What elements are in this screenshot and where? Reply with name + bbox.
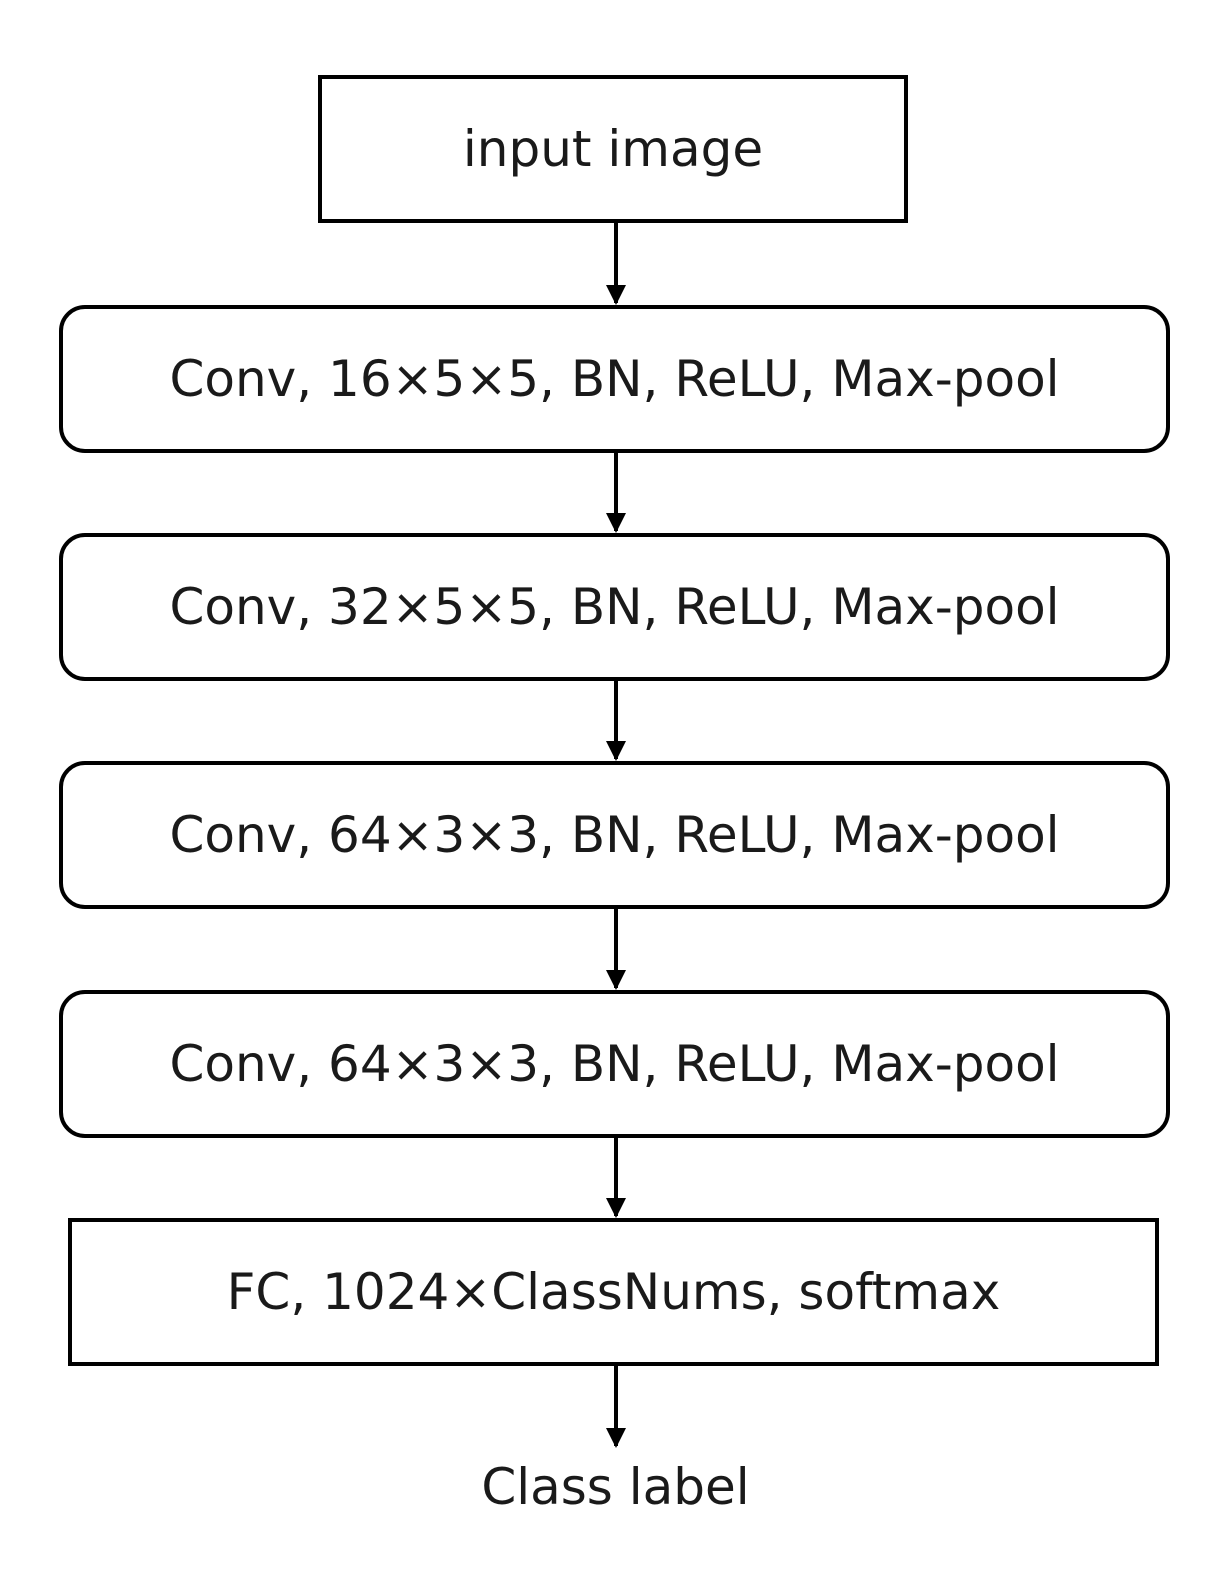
- conv-layer-3-label: Conv, 64×3×3, BN, ReLU, Max-pool: [169, 806, 1060, 864]
- conv-layer-4-node: Conv, 64×3×3, BN, ReLU, Max-pool: [59, 990, 1170, 1138]
- flow-arrow: [606, 909, 626, 990]
- flow-arrow: [606, 453, 626, 533]
- flow-arrow: [606, 1138, 626, 1218]
- fc-layer-node: FC, 1024×ClassNums, softmax: [68, 1218, 1159, 1366]
- class-label-output: Class label: [481, 1458, 750, 1516]
- conv-layer-2-node: Conv, 32×5×5, BN, ReLU, Max-pool: [59, 533, 1170, 681]
- conv-layer-3-node: Conv, 64×3×3, BN, ReLU, Max-pool: [59, 761, 1170, 909]
- conv-layer-1-node: Conv, 16×5×5, BN, ReLU, Max-pool: [59, 305, 1170, 453]
- conv-layer-4-label: Conv, 64×3×3, BN, ReLU, Max-pool: [169, 1035, 1060, 1093]
- flow-arrow: [606, 1366, 626, 1448]
- flow-arrow: [606, 681, 626, 761]
- input-image-node: input image: [318, 75, 908, 223]
- fc-layer-label: FC, 1024×ClassNums, softmax: [226, 1263, 1001, 1321]
- flow-arrow: [606, 223, 626, 305]
- conv-layer-1-label: Conv, 16×5×5, BN, ReLU, Max-pool: [169, 350, 1060, 408]
- input-image-label: input image: [462, 120, 764, 178]
- conv-layer-2-label: Conv, 32×5×5, BN, ReLU, Max-pool: [169, 578, 1060, 636]
